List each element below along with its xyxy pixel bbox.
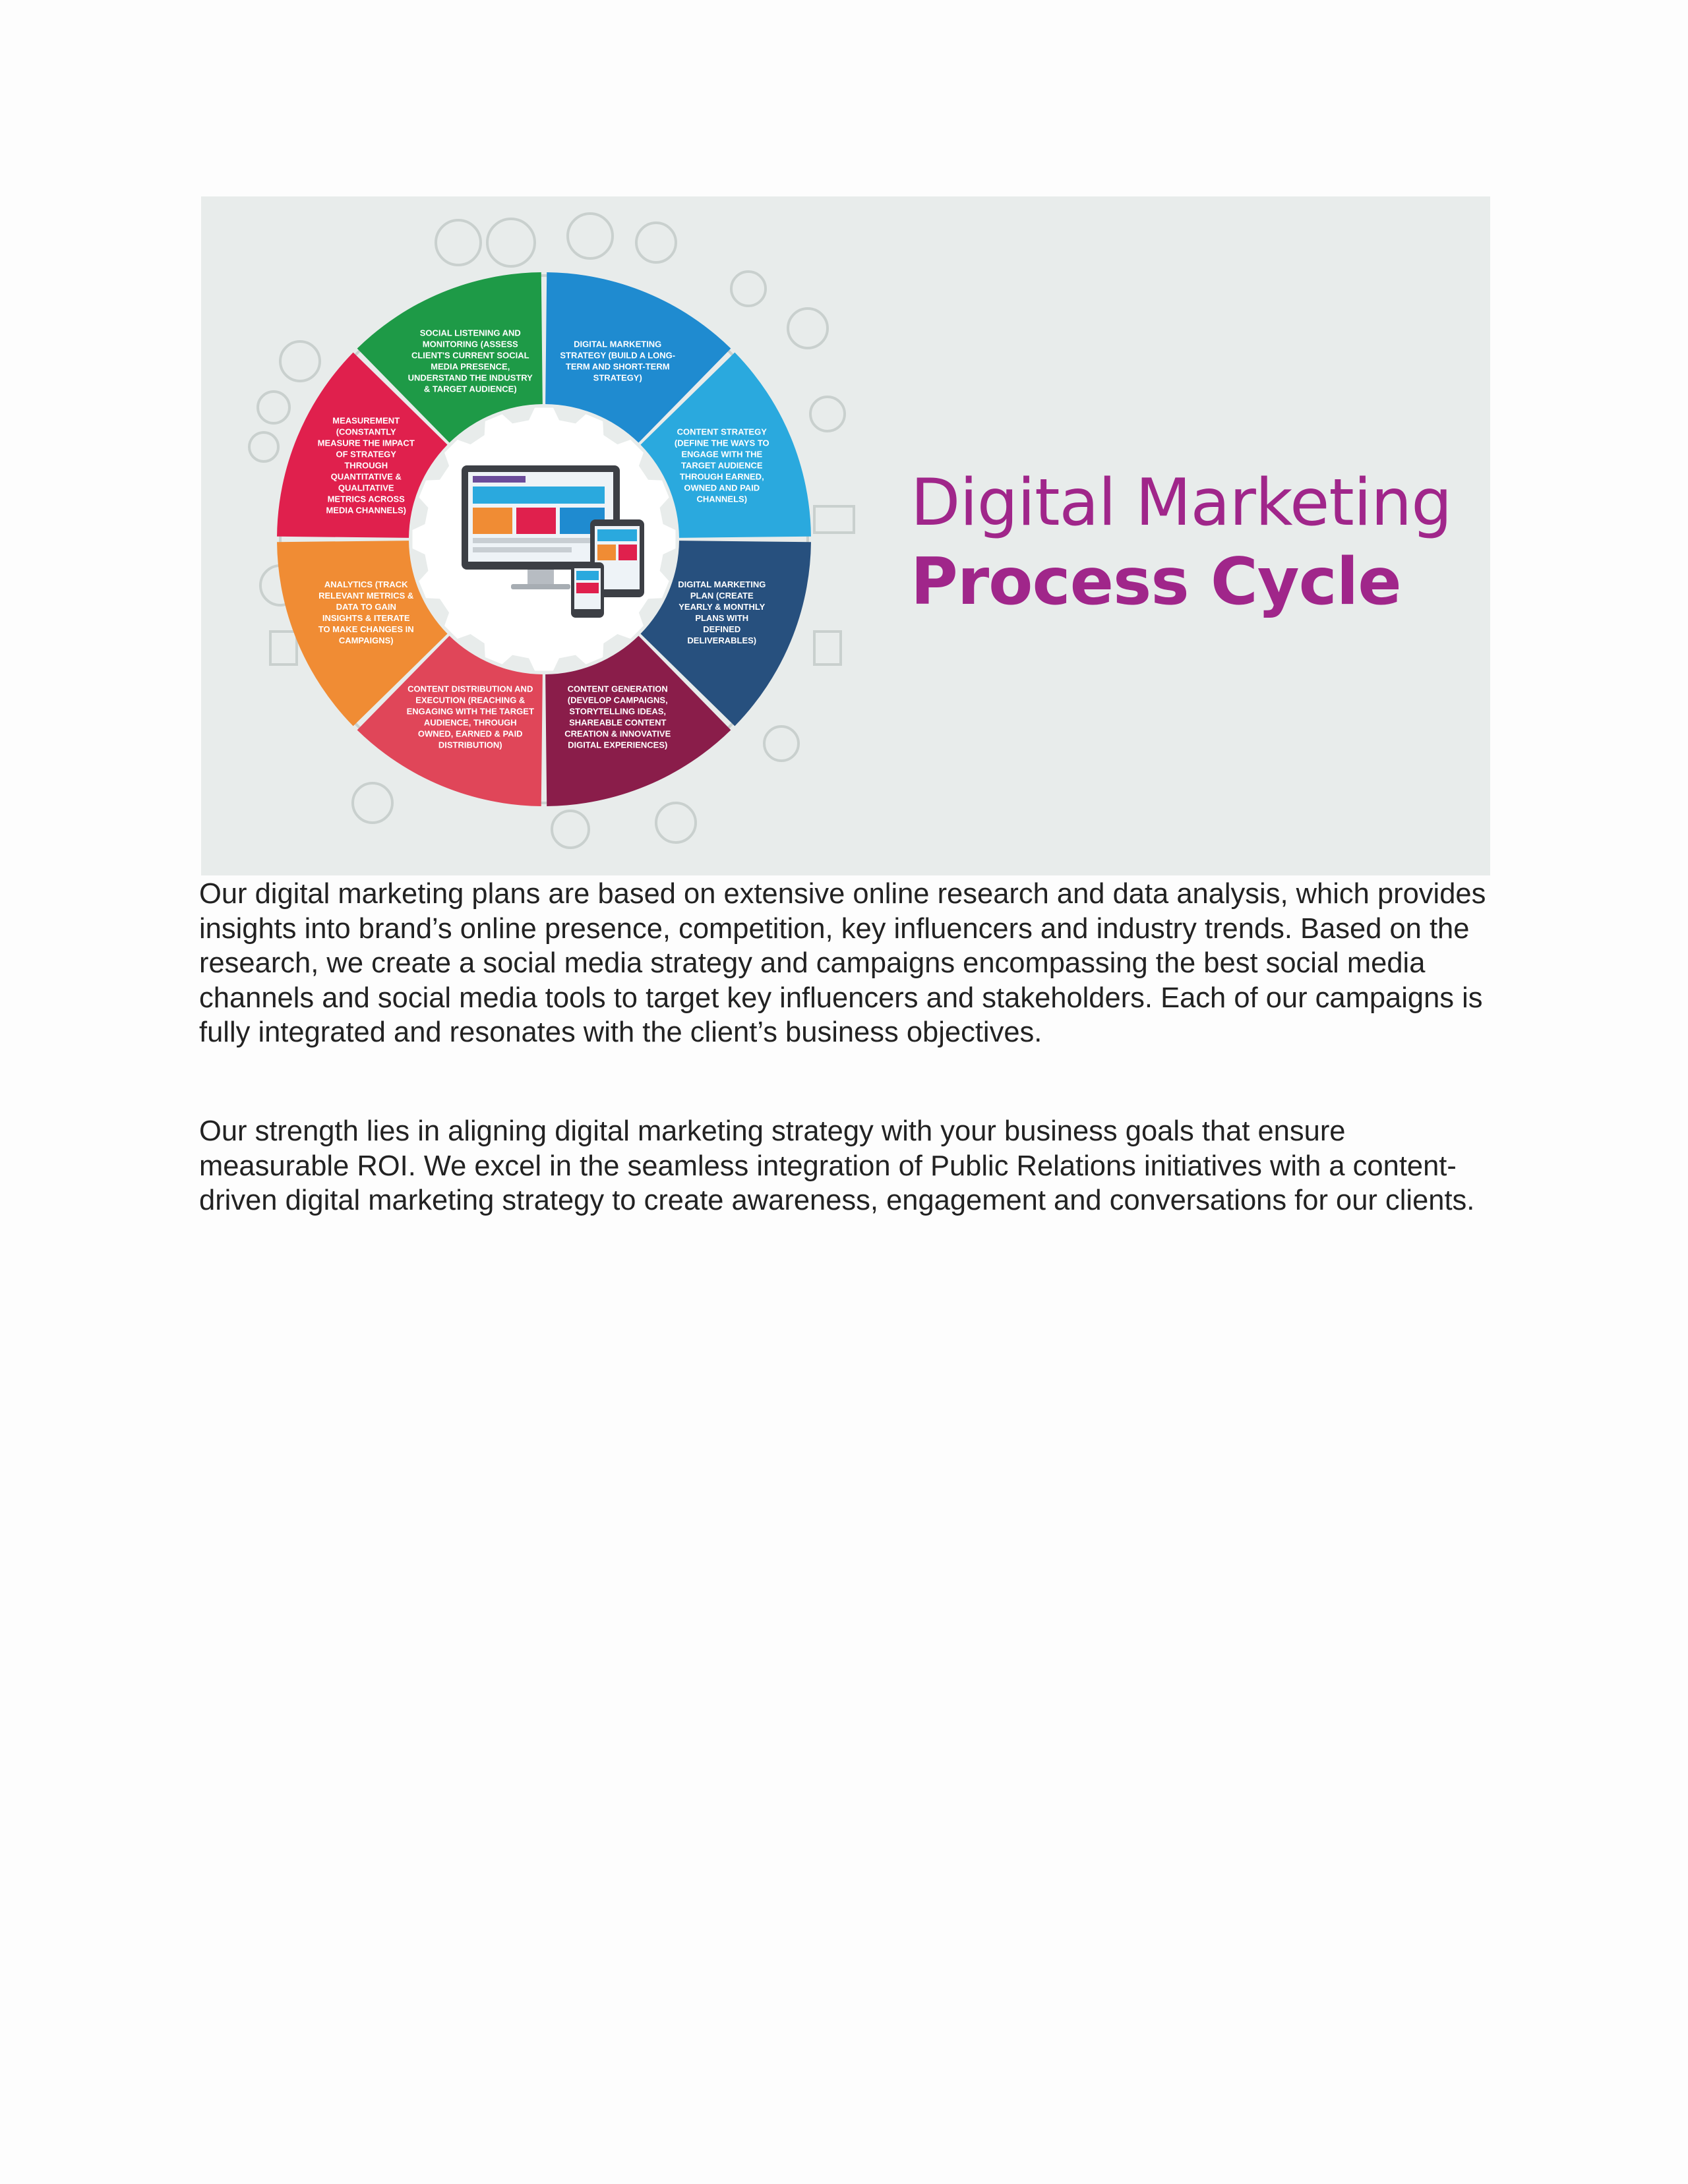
cycle-segment-6	[277, 541, 448, 726]
infographic-title: Digital Marketing Process Cycle	[911, 463, 1452, 622]
paragraph-strength: Our strength lies in aligning digital ma…	[199, 1115, 1475, 1216]
cycle-segment-7	[277, 352, 448, 538]
cycle-segment-label-4: CONTENT GENERATION(DEVELOP CAMPAIGNS,STO…	[564, 684, 671, 750]
title-line-1: Digital Marketing	[911, 465, 1452, 541]
cycle-segment-2	[640, 352, 811, 538]
cycle-segment-5	[357, 635, 543, 806]
cycle-segment-1	[545, 272, 731, 443]
cycle-segment-8	[357, 272, 543, 443]
cycle-segment-3	[640, 541, 811, 726]
title-line-2: Process Cycle	[911, 545, 1402, 620]
paragraph-research: Our digital marketing plans are based on…	[199, 878, 1486, 1048]
devices-illustration	[462, 465, 644, 618]
background-decor	[248, 212, 855, 849]
cycle-segment-4	[545, 635, 731, 806]
